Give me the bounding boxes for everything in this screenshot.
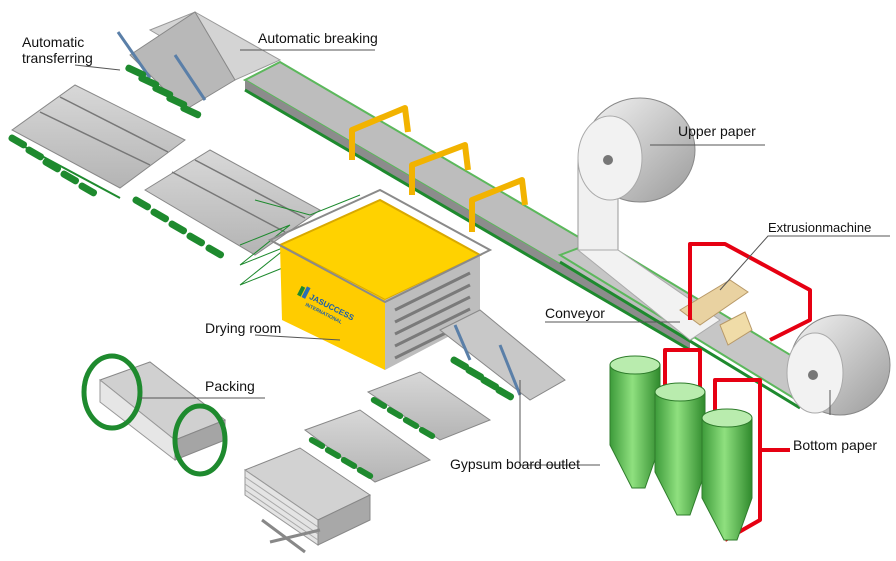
label-drying-room: Drying room — [205, 320, 282, 336]
transfer-rollers — [125, 64, 202, 119]
label-conveyor: Conveyor — [545, 305, 605, 321]
label-gypsum-board-outlet: Gypsum board outlet — [450, 456, 580, 472]
board-stack — [243, 447, 372, 554]
leader-lines — [74, 49, 890, 466]
label-upper-paper: Upper paper — [678, 123, 756, 139]
drying-room: JASUCCESS INTERNATIONAL — [267, 188, 493, 370]
silos — [609, 355, 753, 541]
breaking-frames — [349, 105, 528, 232]
bottom-paper-roll — [786, 314, 891, 416]
breaking-wedge — [116, 11, 282, 111]
outlet-board-upper — [366, 371, 492, 441]
silo-3 — [701, 408, 753, 541]
extrusion-head — [679, 279, 753, 346]
label-packing: Packing — [205, 378, 255, 394]
outlet-board-lower — [303, 409, 432, 483]
silo-2 — [654, 382, 706, 516]
outlet-ramp — [439, 309, 566, 401]
label-bottom-paper: Bottom paper — [793, 437, 878, 453]
label-automatic-breaking: Automatic breaking — [258, 30, 378, 46]
packing-bundle — [81, 353, 228, 477]
middle-left-rack — [132, 149, 361, 286]
silo-1 — [609, 355, 661, 489]
upper-paper-roll — [576, 97, 721, 341]
upper-left-rack — [8, 84, 186, 199]
label-automatic-transferring: Automatic transferring — [22, 34, 93, 66]
label-extrusion-machine: Extrusionmachine — [768, 220, 872, 235]
